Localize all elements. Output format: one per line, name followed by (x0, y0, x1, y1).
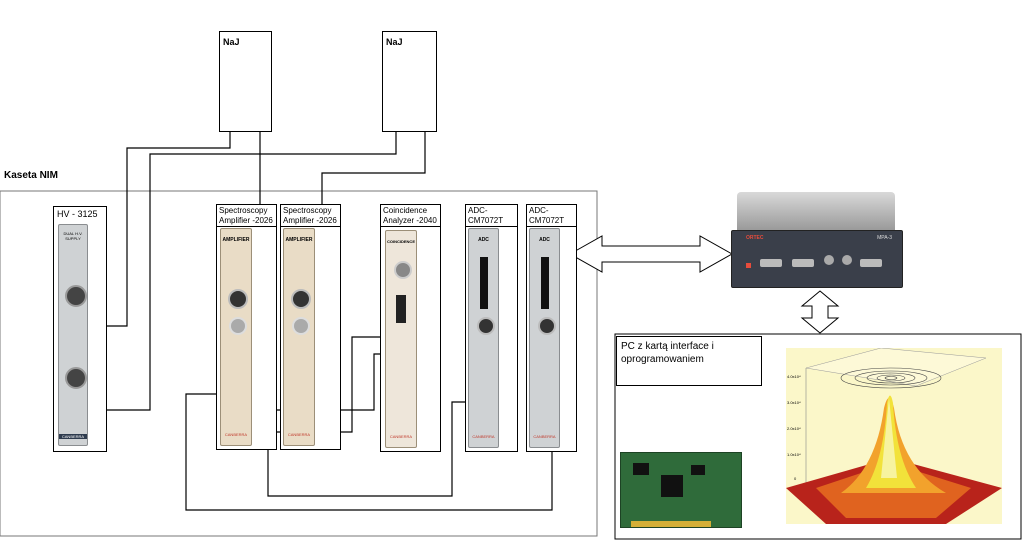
z-tick-label: 3.0x10⁴ (787, 400, 801, 405)
resolving-knob (394, 261, 412, 279)
interface-box: ORTEC MPA-3 (731, 192, 903, 290)
detector-label: NaJ (386, 37, 403, 47)
contour-rings (840, 367, 942, 389)
canberra-logo: CANBERRA (472, 434, 495, 439)
fine-knob (292, 317, 310, 335)
adc-knob (538, 317, 556, 335)
module-label: ADC- CM7072T (527, 205, 576, 227)
interface-model: MPA-3 (877, 235, 892, 241)
connector-3 (860, 259, 882, 267)
canberra-logo: CANBERRA (389, 434, 413, 439)
module-label: Coincidence Analyzer -2040 (381, 205, 440, 227)
interface-brand: ORTEC (746, 235, 764, 241)
bidirectional-arrow-horizontal (568, 235, 734, 273)
connector-1 (760, 259, 782, 267)
z-tick-label: 1.0x10⁴ (787, 452, 801, 457)
amplifier-2-panel: AMPLIFIER CANBERRA (283, 228, 315, 446)
display-window (396, 295, 406, 323)
adc-panel-text: ADC (478, 237, 489, 243)
pc-label: PC z kartą interface i oprogramowaniem (621, 341, 714, 365)
bidirectional-arrow-vertical (800, 290, 840, 334)
hv-panel: DUAL H.V. SUPPLY CANBERRA (58, 224, 88, 446)
fine-knob (229, 317, 247, 335)
adc-knob (477, 317, 495, 335)
gain-knob (228, 289, 248, 309)
display-window (541, 257, 549, 309)
connector-2 (792, 259, 814, 267)
z-tick-label: 0 (794, 476, 797, 481)
gain-knob (291, 289, 311, 309)
detector-label: NaJ (223, 37, 240, 47)
module-label: HV - 3125 (57, 209, 98, 219)
3d-spectrum-plot: 4.0x10⁴ 3.0x10⁴ 2.0x10⁴ 1.0x10⁴ 0 (786, 348, 1002, 524)
card-chip (691, 465, 705, 475)
hv-panel-text: DUAL H.V. SUPPLY (63, 231, 83, 241)
card-edge-connector (631, 521, 711, 527)
hv-knob-1 (65, 285, 87, 307)
amp-panel-text: AMPLIFIER (222, 237, 250, 243)
canberra-logo: CANBERRA (59, 434, 87, 439)
z-tick-label: 4.0x10⁴ (787, 374, 801, 379)
card-chip (661, 475, 683, 497)
pc-box-outline (614, 333, 1022, 540)
interface-card (620, 452, 742, 528)
interface-box-top (737, 192, 895, 230)
display-window (480, 257, 488, 309)
amp-panel-text: AMPLIFIER (285, 237, 313, 243)
module-label: Spectroscopy Amplifier -2026 (217, 205, 276, 227)
module-label: ADC- CM7072T (466, 205, 517, 227)
detector-naj-right: NaJ (382, 31, 437, 132)
adc-2-panel: ADC CANBERRA (529, 228, 560, 448)
pc-label-box: PC z kartą interface i oprogramowaniem (616, 336, 762, 386)
amplifier-1-panel: AMPLIFIER CANBERRA (220, 228, 252, 446)
adc-panel-text: ADC (539, 237, 550, 243)
canberra-logo: CANBERRA (287, 432, 311, 437)
detector-naj-left: NaJ (219, 31, 272, 132)
nim-crate-outline (0, 190, 598, 537)
module-label: Spectroscopy Amplifier -2026 (281, 205, 340, 227)
card-chip (633, 463, 649, 475)
hv-knob-2 (65, 367, 87, 389)
bnc-connector (824, 255, 834, 265)
nim-crate-title: Kaseta NIM (4, 170, 58, 181)
bnc-connector (842, 255, 852, 265)
interface-box-front: ORTEC MPA-3 (731, 230, 903, 288)
adc-1-panel: ADC CANBERRA (468, 228, 499, 448)
z-tick-label: 2.0x10⁴ (787, 426, 801, 431)
canberra-logo: CANBERRA (224, 432, 248, 437)
coinc-panel-text: COINCIDENCE (386, 239, 415, 244)
power-led (746, 263, 751, 268)
coincidence-panel: COINCIDENCE CANBERRA (385, 230, 417, 448)
canberra-logo: CANBERRA (533, 434, 556, 439)
